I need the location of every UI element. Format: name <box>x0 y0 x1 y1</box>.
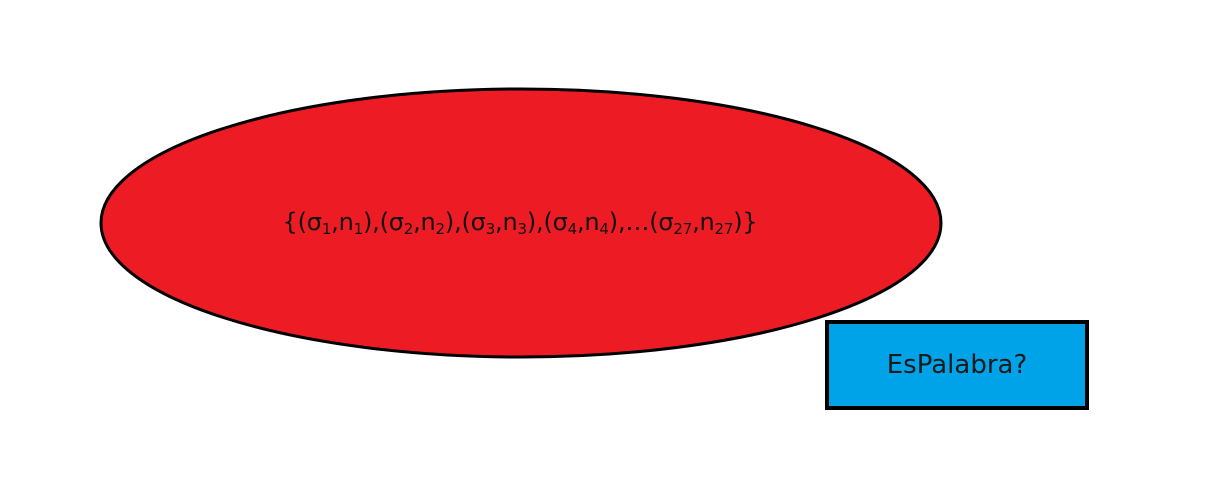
symbol-subscript: 1 <box>321 220 332 238</box>
count: n <box>699 208 715 236</box>
set-open-brace: { <box>282 208 298 236</box>
count-subscript: 27 <box>714 220 734 238</box>
separator: , <box>372 208 380 236</box>
count-subscript: 2 <box>435 220 446 238</box>
symbol-subscript: 27 <box>673 220 693 238</box>
set-ellipsis: … <box>625 208 650 236</box>
set-pair-4: (σ4,n4) <box>543 208 618 238</box>
symbol-subscript: 4 <box>567 220 578 238</box>
separator: , <box>617 208 626 236</box>
set-ellipse <box>99 87 943 359</box>
set-pair-1: (σ1,n1) <box>297 208 373 238</box>
count-subscript: 4 <box>599 220 609 238</box>
function-box-label: EsPalabra? <box>886 350 1028 380</box>
separator: , <box>536 208 544 236</box>
set-pair-27: (σ27,n27) <box>649 208 743 238</box>
count-subscript: 1 <box>353 220 364 238</box>
symbol-subscript: 2 <box>403 220 414 238</box>
set-expression: { (σ1,n1), (σ2,n2), (σ3,n3), (σ4,n4), … … <box>100 196 940 248</box>
count: n <box>584 208 600 236</box>
count-subscript: 3 <box>517 220 527 238</box>
symbol: σ <box>470 208 486 236</box>
symbol: σ <box>658 208 674 236</box>
count: n <box>338 208 354 236</box>
set-pair-3: (σ3,n3) <box>461 208 537 238</box>
set-pair-2: (σ2,n2) <box>379 208 455 238</box>
symbol-subscript: 3 <box>485 220 496 238</box>
count: n <box>502 208 518 236</box>
symbol: σ <box>552 208 568 236</box>
function-box <box>825 320 1089 410</box>
count: n <box>420 208 436 236</box>
symbol: σ <box>306 208 322 236</box>
separator: , <box>454 208 462 236</box>
set-close-brace: } <box>742 208 758 236</box>
symbol: σ <box>388 208 404 236</box>
